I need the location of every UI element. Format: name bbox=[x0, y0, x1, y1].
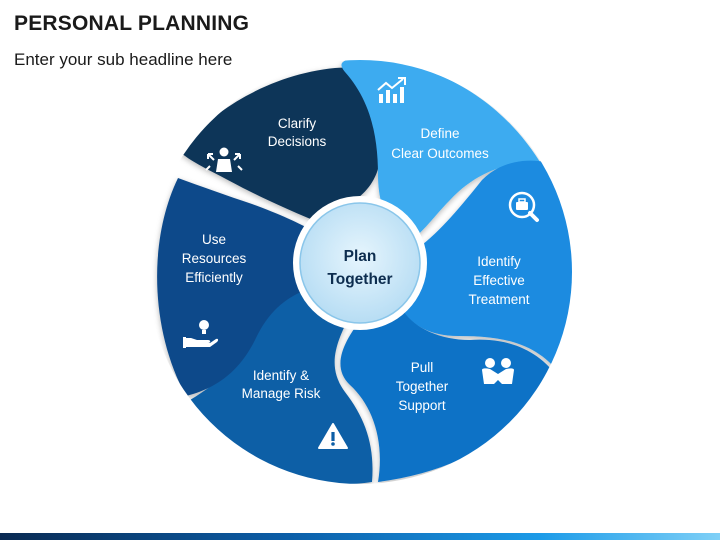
segment-clarify-decisions bbox=[178, 67, 384, 222]
person-crossroads-icon bbox=[205, 147, 243, 172]
segment-label-support-2: Together bbox=[396, 379, 449, 394]
center-label-line2: Together bbox=[327, 271, 392, 288]
segment-label-clarify-2: Decisions bbox=[268, 134, 327, 149]
footer-accent-bar bbox=[0, 533, 720, 540]
segment-label-resources-3: Efficiently bbox=[185, 270, 243, 285]
growth-chart-icon bbox=[377, 77, 406, 103]
briefcase-search-icon bbox=[508, 191, 539, 222]
center-hub bbox=[299, 202, 421, 324]
segment-label-treatment-1: Identify bbox=[477, 254, 521, 269]
segment-pull-together-support bbox=[340, 312, 552, 482]
segment-label-treatment-3: Treatment bbox=[468, 292, 529, 307]
segment-label-clarify-1: Clarify bbox=[278, 116, 317, 131]
segment-label-resources-1: Use bbox=[202, 232, 226, 247]
center-label-line1: Plan bbox=[344, 248, 377, 265]
segment-label-risk-2: Manage Risk bbox=[242, 386, 321, 401]
segment-identify-effective-treatment bbox=[402, 160, 572, 368]
segment-label-define-1: Define bbox=[420, 126, 459, 141]
warning-icon bbox=[318, 423, 348, 449]
lightbulb-hand-icon bbox=[183, 320, 219, 348]
segment-label-support-1: Pull bbox=[411, 360, 434, 375]
page-title: PERSONAL PLANNING bbox=[14, 12, 250, 35]
segment-define-clear-outcomes bbox=[341, 60, 540, 244]
segment-label-define-2: Clear Outcomes bbox=[391, 146, 489, 161]
segment-label-resources-2: Resources bbox=[182, 251, 247, 266]
page-subtitle: Enter your sub headline here bbox=[14, 50, 233, 69]
segment-label-risk-1: Identify & bbox=[253, 368, 309, 383]
segment-label-support-3: Support bbox=[398, 398, 446, 413]
people-hug-icon bbox=[482, 358, 514, 384]
segment-label-treatment-2: Effective bbox=[473, 273, 525, 288]
